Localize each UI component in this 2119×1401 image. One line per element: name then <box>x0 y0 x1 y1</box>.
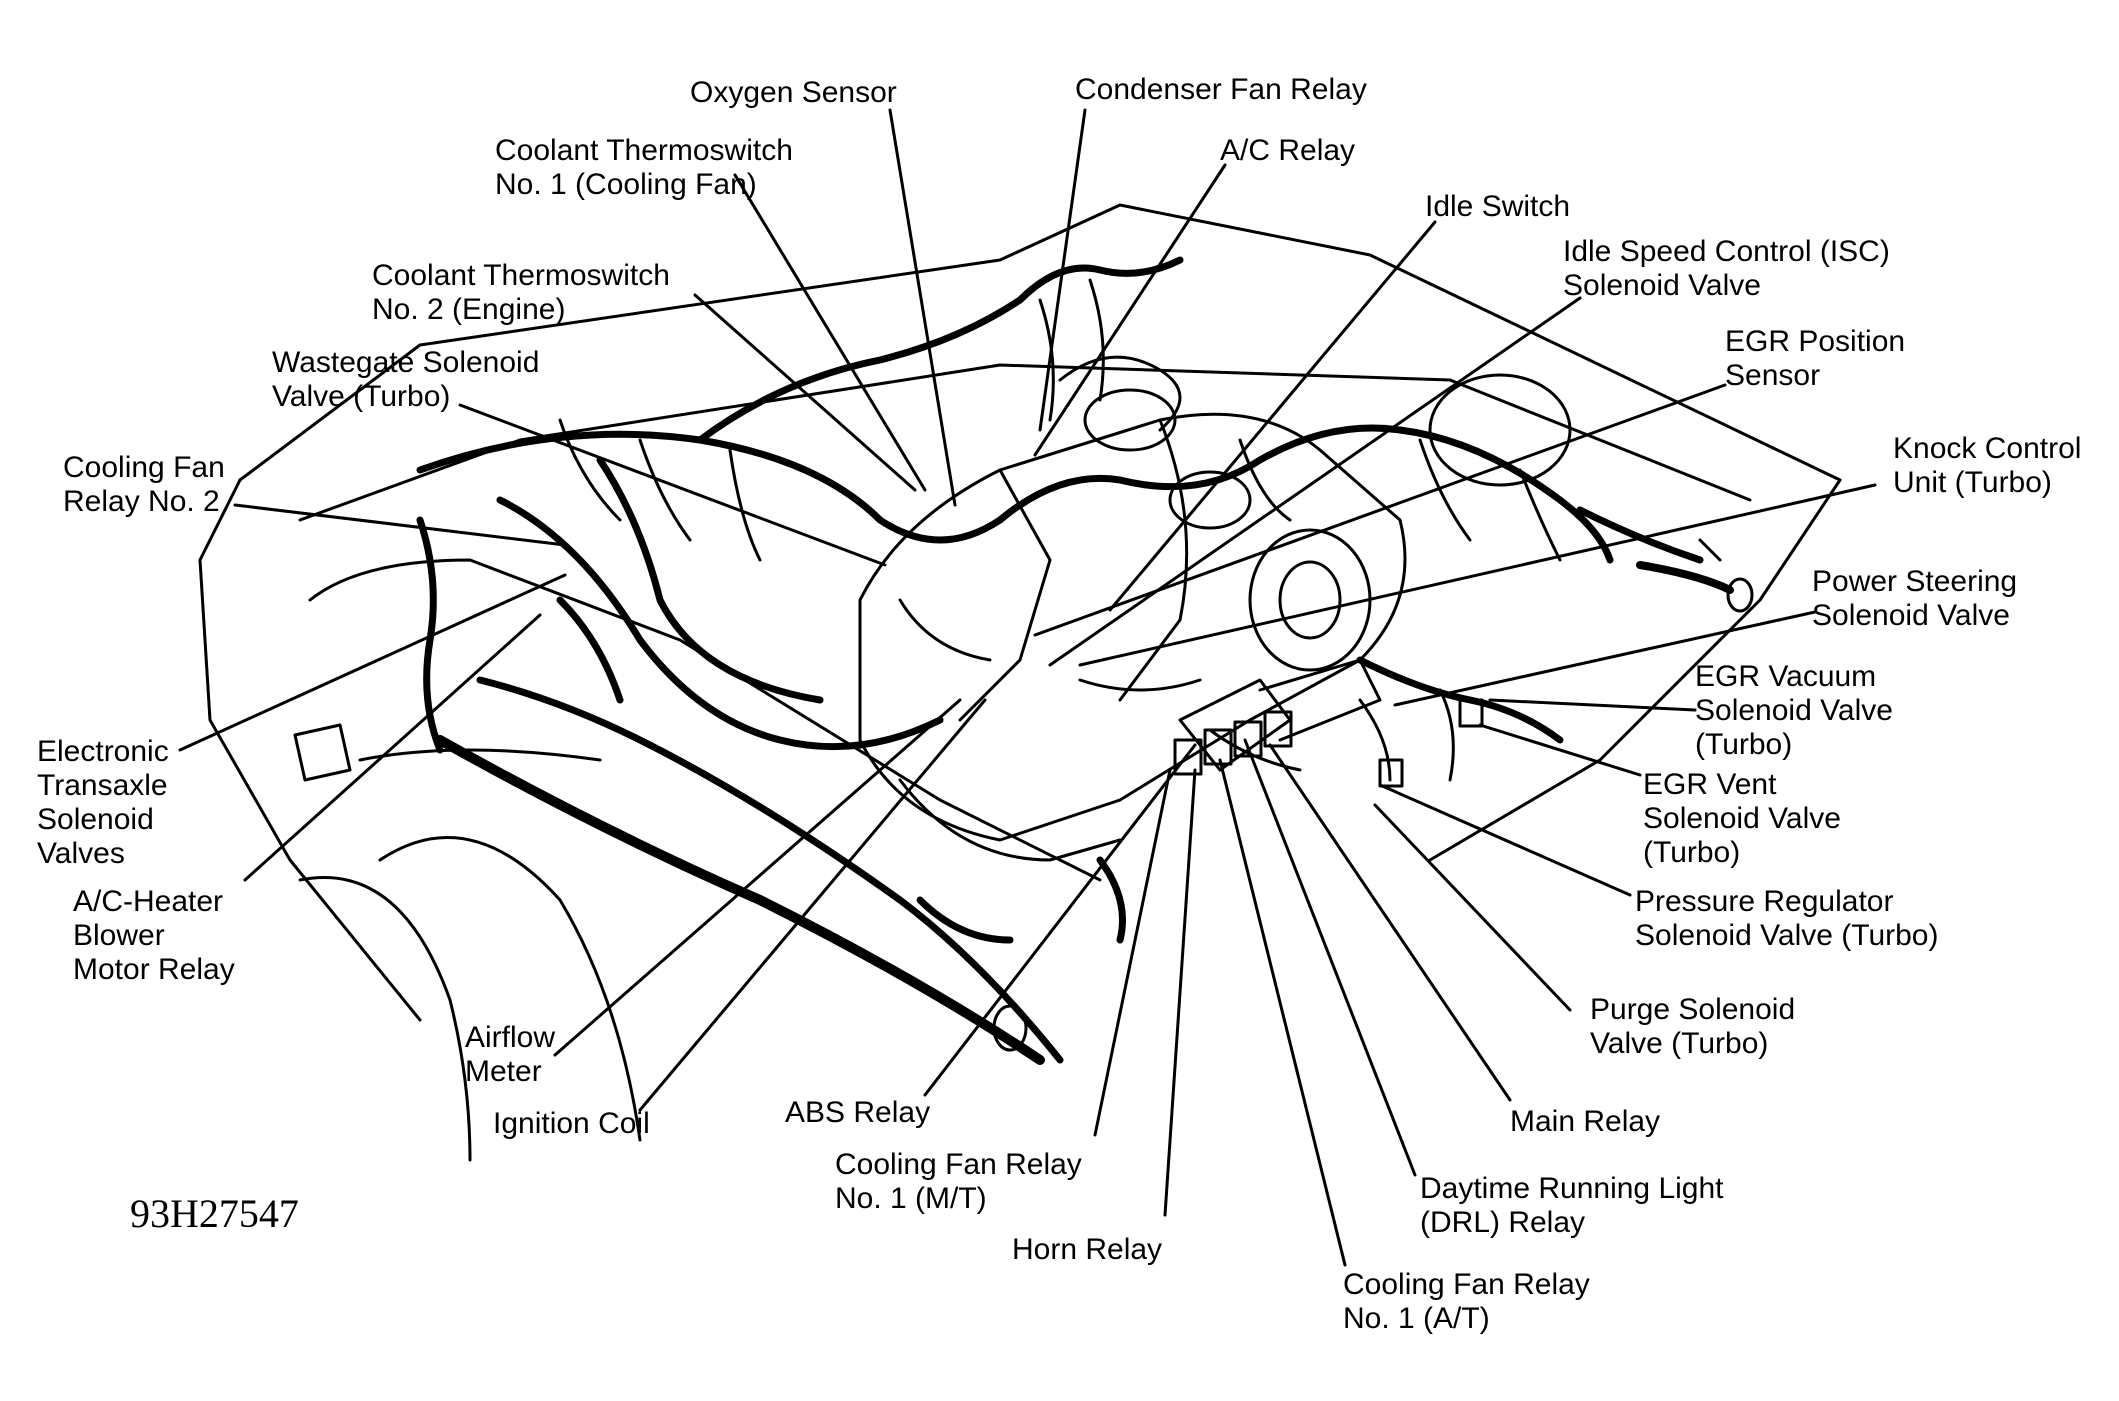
label-egr-vent-solenoid-valve: EGR Vent Solenoid Valve (Turbo) <box>1643 768 1841 869</box>
label-pressure-regulator-solenoid-valve: Pressure Regulator Solenoid Valve (Turbo… <box>1635 885 1939 952</box>
label-egr-position-sensor: EGR Position Sensor <box>1725 325 1906 392</box>
label-drl-relay: Daytime Running Light (DRL) Relay <box>1420 1172 1724 1239</box>
label-knock-control-unit: Knock Control Unit (Turbo) <box>1893 432 2082 499</box>
wiring-harness <box>416 256 1704 1064</box>
label-ac-relay: A/C Relay <box>1220 134 1356 167</box>
label-ac-heater-blower-motor-relay: A/C-Heater Blower Motor Relay <box>73 885 235 986</box>
label-abs-relay: ABS Relay <box>785 1096 931 1129</box>
label-purge-solenoid-valve: Purge Solenoid Valve (Turbo) <box>1590 993 1796 1060</box>
engine-block <box>858 355 1572 862</box>
figure-id: 93H27547 <box>130 1191 299 1236</box>
label-coolant-thermoswitch-1: Coolant Thermoswitch No. 1 (Cooling Fan) <box>495 134 793 201</box>
label-electronic-transaxle-solenoid-valves: Electronic Transaxle Solenoid Valves <box>37 735 169 870</box>
label-oxygen-sensor: Oxygen Sensor <box>690 76 897 109</box>
label-main-relay: Main Relay <box>1510 1105 1661 1138</box>
label-ignition-coil: Ignition Coil <box>493 1107 650 1140</box>
label-isc-solenoid-valve: Idle Speed Control (ISC) Solenoid Valve <box>1563 235 1890 302</box>
label-cooling-fan-relay-1-at: Cooling Fan Relay No. 1 (A/T) <box>1343 1268 1590 1335</box>
label-egr-vacuum-solenoid-valve: EGR Vacuum Solenoid Valve (Turbo) <box>1695 660 1893 761</box>
harness-fine-wires <box>558 278 1722 782</box>
label-cooling-fan-relay-1-mt: Cooling Fan Relay No. 1 (M/T) <box>835 1148 1082 1215</box>
label-condenser-fan-relay: Condenser Fan Relay <box>1075 73 1367 106</box>
relay-block <box>1173 698 1484 788</box>
label-idle-switch: Idle Switch <box>1425 190 1571 223</box>
label-wastegate-solenoid-valve: Wastegate Solenoid Valve (Turbo) <box>272 346 540 413</box>
label-airflow-meter: Airflow Meter <box>465 1021 556 1088</box>
label-coolant-thermoswitch-2: Coolant Thermoswitch No. 2 (Engine) <box>372 259 670 326</box>
label-cooling-fan-relay-2: Cooling Fan Relay No. 2 <box>63 451 225 518</box>
leader-lines <box>178 108 1877 1267</box>
battery-cable <box>435 561 1754 1065</box>
label-horn-relay: Horn Relay <box>1012 1233 1163 1266</box>
label-power-steering-solenoid-valve: Power Steering Solenoid Valve <box>1812 565 2018 632</box>
